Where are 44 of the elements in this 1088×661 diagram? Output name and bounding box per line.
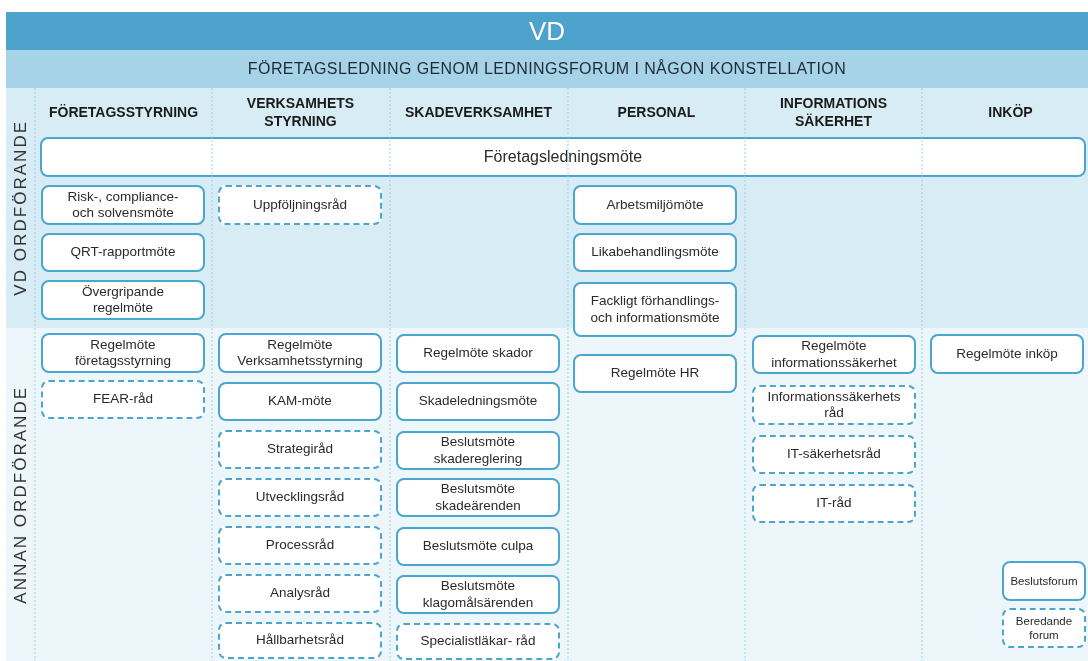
column-heading: PERSONAL bbox=[616, 102, 697, 122]
dashed-forum-box: Specialistläkar- råd bbox=[396, 623, 560, 660]
title-bar: FÖRETAGSLEDNING GENOM LEDNINGSFORUM I NÅGON KONSTELLATION bbox=[6, 50, 1088, 88]
dashed-forum-box: Utvecklingsråd bbox=[218, 478, 382, 517]
forum-box: Beslutsmöte klagomålsärenden bbox=[396, 575, 560, 614]
column-heading: SKADEVERKSAMHET bbox=[404, 102, 553, 122]
forum-box: Regelmöte informationssäkerhet bbox=[752, 335, 916, 374]
forum-box: Regelmöte HR bbox=[573, 354, 737, 393]
forum-box: Regelmöte företagsstyrning bbox=[41, 333, 205, 373]
column-heading: INKÖP bbox=[987, 102, 1034, 122]
forum-box: Beslutsmöte skadereglering bbox=[396, 431, 560, 470]
forum-box: QRT-rapportmöte bbox=[41, 233, 205, 272]
forum-box: Arbetsmiljömöte bbox=[573, 185, 737, 225]
forum-box: Skadeledningsmöte bbox=[396, 382, 560, 421]
forum-box: Beslutsmöte skadeärenden bbox=[396, 478, 560, 517]
forum-box: Risk-, compliance- och solvensmöte bbox=[41, 185, 205, 225]
dashed-forum-box: Informationssäkerhets råd bbox=[752, 385, 916, 425]
forum-box: Regelmöte Verksamhetsstyrning bbox=[218, 333, 382, 373]
column-heading: FÖRETAGSSTYRNING bbox=[47, 102, 200, 122]
dashed-forum-box: FEAR-råd bbox=[41, 380, 205, 419]
dashed-forum-box: Uppföljningsråd bbox=[218, 185, 382, 225]
dashed-forum-box: Processråd bbox=[218, 526, 382, 565]
forum-box: Företagsledningsmöte bbox=[40, 137, 1086, 177]
forum-box: Regelmöte skador bbox=[396, 334, 560, 373]
legend-text: Beredande forum bbox=[1014, 613, 1074, 643]
forum-box: KAM-möte bbox=[218, 382, 382, 421]
dashed-forum-box: Analysråd bbox=[218, 574, 382, 613]
row-band bbox=[6, 88, 1088, 328]
row-heading: ANNAN ORDFÖRANDE bbox=[10, 385, 32, 604]
forum-box: Likabehandlingsmöte bbox=[573, 233, 737, 272]
row-heading: VD ORDFÖRANDE bbox=[10, 120, 32, 296]
column-heading: INFORMATIONS SÄKERHET bbox=[778, 93, 889, 131]
forum-box: Beslutsmöte culpa bbox=[396, 527, 560, 566]
row-band bbox=[6, 328, 1088, 661]
forum-box: Fackligt förhandlings- och informationsmöte bbox=[573, 282, 737, 337]
title-bar: VD bbox=[6, 12, 1088, 50]
legend-text: Beslutsforum bbox=[1010, 573, 1078, 589]
column-heading: VERKSAMHETS STYRNING bbox=[245, 93, 356, 131]
dashed-forum-box: IT-säkerhetsråd bbox=[752, 435, 916, 474]
dashed-forum-box: Strategiråd bbox=[218, 430, 382, 469]
forum-box: Regelmöte inköp bbox=[930, 334, 1084, 374]
forum-box: Övergripande regelmöte bbox=[41, 280, 205, 320]
dashed-forum-box: Hållbarhetsråd bbox=[218, 622, 382, 659]
dashed-forum-box: IT-råd bbox=[752, 484, 916, 523]
